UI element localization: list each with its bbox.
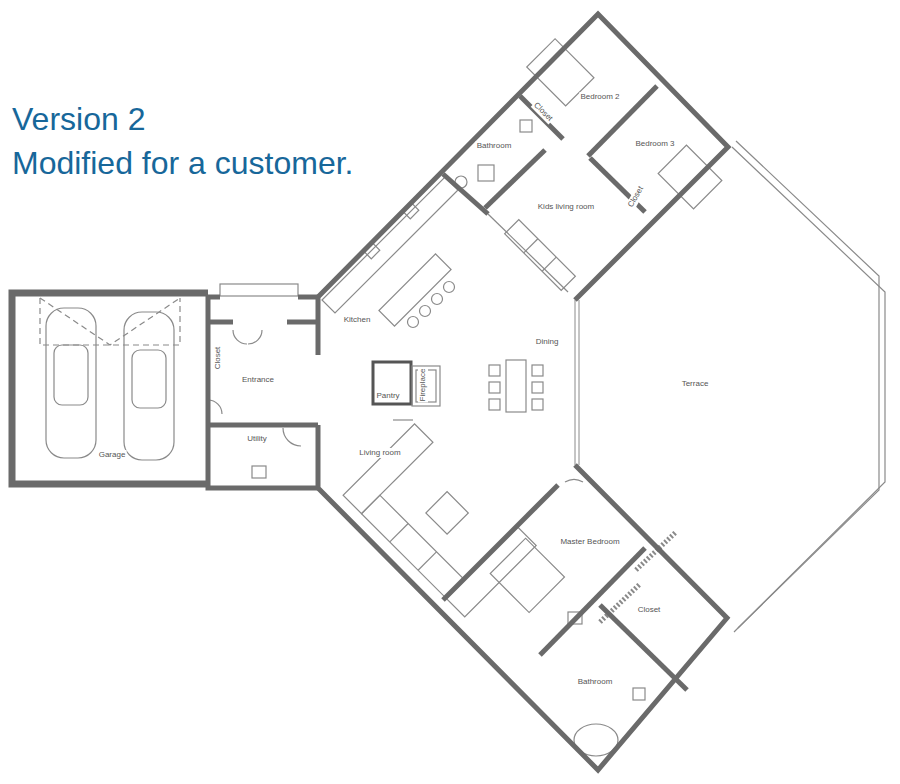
- room-label: Kids living room: [537, 202, 595, 212]
- room-label: Living room: [358, 448, 401, 458]
- room-label: Closet: [637, 605, 662, 615]
- room-label: Fireplace: [418, 368, 428, 403]
- room-label: Bedroom 2: [579, 92, 620, 102]
- room-label: Utility: [246, 434, 268, 444]
- room-label: Terrace: [681, 379, 710, 389]
- room-label: Dining: [535, 337, 560, 347]
- room-label: Kitchen: [343, 315, 372, 325]
- room-label: Closet: [213, 346, 223, 371]
- plan-title: Version 2: [12, 100, 145, 138]
- room-label: Entrance: [241, 375, 275, 385]
- room-label: Pantry: [375, 391, 400, 401]
- room-label: Bathroom: [476, 141, 513, 151]
- room-label: Bathroom: [577, 677, 614, 687]
- room-label: Master Bedroom: [559, 537, 620, 547]
- room-label: Garage: [98, 450, 127, 460]
- room-label: Bedroom 3: [634, 139, 675, 149]
- plan-subtitle: Modified for a customer.: [12, 144, 353, 182]
